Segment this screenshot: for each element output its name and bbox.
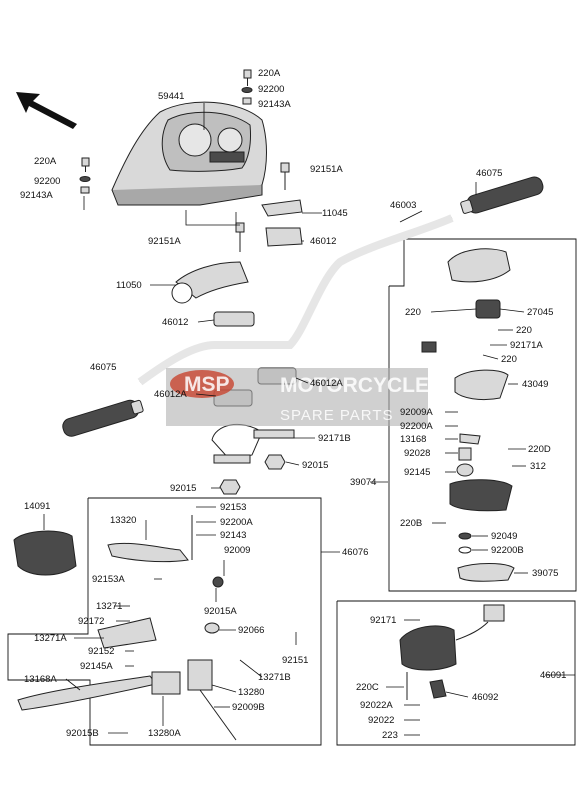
label-92028[interactable]: 92028 xyxy=(404,448,430,459)
label-13271A[interactable]: 13271A xyxy=(34,633,67,644)
label-46003[interactable]: 46003 xyxy=(390,200,416,211)
label-14091[interactable]: 14091 xyxy=(24,501,50,512)
label-46075-left[interactable]: 46075 xyxy=(90,362,116,373)
meter-cover-drawing xyxy=(111,101,267,206)
label-39074[interactable]: 39074 xyxy=(350,477,376,488)
label-92200-left[interactable]: 92200 xyxy=(34,176,60,187)
label-92145[interactable]: 92145 xyxy=(404,467,430,478)
lever-assembly-drawings xyxy=(13,515,237,741)
handlebar-drawing xyxy=(137,214,454,386)
label-92066[interactable]: 92066 xyxy=(238,625,264,636)
grip-drawings xyxy=(62,176,544,437)
label-220-a[interactable]: 220 xyxy=(405,307,421,318)
label-220B[interactable]: 220B xyxy=(400,518,422,529)
label-92143A-top[interactable]: 92143A xyxy=(258,99,291,110)
label-13280[interactable]: 13280 xyxy=(238,687,264,698)
label-220A-left[interactable]: 220A xyxy=(34,156,57,167)
leader-lines xyxy=(43,103,575,736)
label-46092[interactable]: 46092 xyxy=(472,692,498,703)
label-92171B[interactable]: 92171B xyxy=(318,433,351,444)
throttle-housing-drawings xyxy=(421,248,515,582)
label-92152[interactable]: 92152 xyxy=(88,646,114,657)
label-92143[interactable]: 92143 xyxy=(220,530,246,541)
label-13168[interactable]: 13168 xyxy=(400,434,426,445)
part-number-labels: 220A 92200 92143A 59441 220A 92200 92143… xyxy=(20,68,566,741)
label-220-c[interactable]: 220 xyxy=(501,354,517,365)
watermark-logo: MSP xyxy=(184,373,230,396)
label-46076[interactable]: 46076 xyxy=(342,547,368,558)
label-92153A[interactable]: 92153A xyxy=(92,574,125,585)
label-92022A[interactable]: 92022A xyxy=(360,700,393,711)
label-223[interactable]: 223 xyxy=(382,730,398,741)
label-13320[interactable]: 13320 xyxy=(110,515,136,526)
label-92009A[interactable]: 92009A xyxy=(400,407,433,418)
label-92171[interactable]: 92171 xyxy=(370,615,396,626)
label-46012-left[interactable]: 46012 xyxy=(162,317,188,328)
label-92015A[interactable]: 92015A xyxy=(204,606,237,617)
label-13271B[interactable]: 13271B xyxy=(258,672,291,683)
label-220C[interactable]: 220C xyxy=(356,682,379,693)
left-switch-drawings xyxy=(399,604,505,700)
label-92009B[interactable]: 92009B xyxy=(232,702,265,713)
label-13271[interactable]: 13271 xyxy=(96,601,122,612)
watermark-logo-badge xyxy=(170,370,234,398)
label-220-b[interactable]: 220 xyxy=(516,325,532,336)
label-11045[interactable]: 11045 xyxy=(322,208,348,219)
label-220D[interactable]: 220D xyxy=(528,444,551,455)
label-39075[interactable]: 39075 xyxy=(532,568,558,579)
front-direction-arrow-icon xyxy=(16,92,77,129)
label-92200A-right[interactable]: 92200A xyxy=(400,421,433,432)
label-92145A[interactable]: 92145A xyxy=(80,661,113,672)
label-92200-top[interactable]: 92200 xyxy=(258,84,284,95)
label-46012A-right[interactable]: 46012A xyxy=(310,378,343,389)
label-92151A-mid[interactable]: 92151A xyxy=(148,236,181,247)
label-46012A-left[interactable]: 46012A xyxy=(154,389,187,400)
label-13280A[interactable]: 13280A xyxy=(148,728,181,739)
label-92200A-left[interactable]: 92200A xyxy=(220,517,253,528)
label-92009[interactable]: 92009 xyxy=(224,545,250,556)
label-46075-right[interactable]: 46075 xyxy=(476,168,502,179)
label-92022[interactable]: 92022 xyxy=(368,715,394,726)
label-92200B[interactable]: 92200B xyxy=(491,545,524,556)
label-92151[interactable]: 92151 xyxy=(282,655,308,666)
label-92172[interactable]: 92172 xyxy=(78,616,104,627)
label-92015B[interactable]: 92015B xyxy=(66,728,99,739)
label-92151A-top[interactable]: 92151A xyxy=(310,164,343,175)
label-92143A-left[interactable]: 92143A xyxy=(20,190,53,201)
bolt-drawings-top xyxy=(79,69,290,252)
label-59441[interactable]: 59441 xyxy=(158,91,184,102)
label-92153[interactable]: 92153 xyxy=(220,502,246,513)
watermark-line2: SPARE PARTS xyxy=(280,407,394,424)
label-43049[interactable]: 43049 xyxy=(522,379,548,390)
label-46091[interactable]: 46091 xyxy=(540,670,566,681)
watermark: MSP MOTORCYCLE SPARE PARTS xyxy=(166,368,429,426)
label-27045[interactable]: 27045 xyxy=(527,307,553,318)
assembly-boxes xyxy=(7,238,577,746)
label-13168A[interactable]: 13168A xyxy=(24,674,57,685)
label-46012-right[interactable]: 46012 xyxy=(310,236,336,247)
label-92015-a[interactable]: 92015 xyxy=(302,460,328,471)
label-11050[interactable]: 11050 xyxy=(116,280,142,291)
label-92049[interactable]: 92049 xyxy=(491,531,517,542)
label-92171A[interactable]: 92171A xyxy=(510,340,543,351)
label-312[interactable]: 312 xyxy=(530,461,546,472)
watermark-line1: MOTORCYCLE xyxy=(280,374,429,397)
label-92015-b[interactable]: 92015 xyxy=(170,483,196,494)
label-220A-top[interactable]: 220A xyxy=(258,68,281,79)
